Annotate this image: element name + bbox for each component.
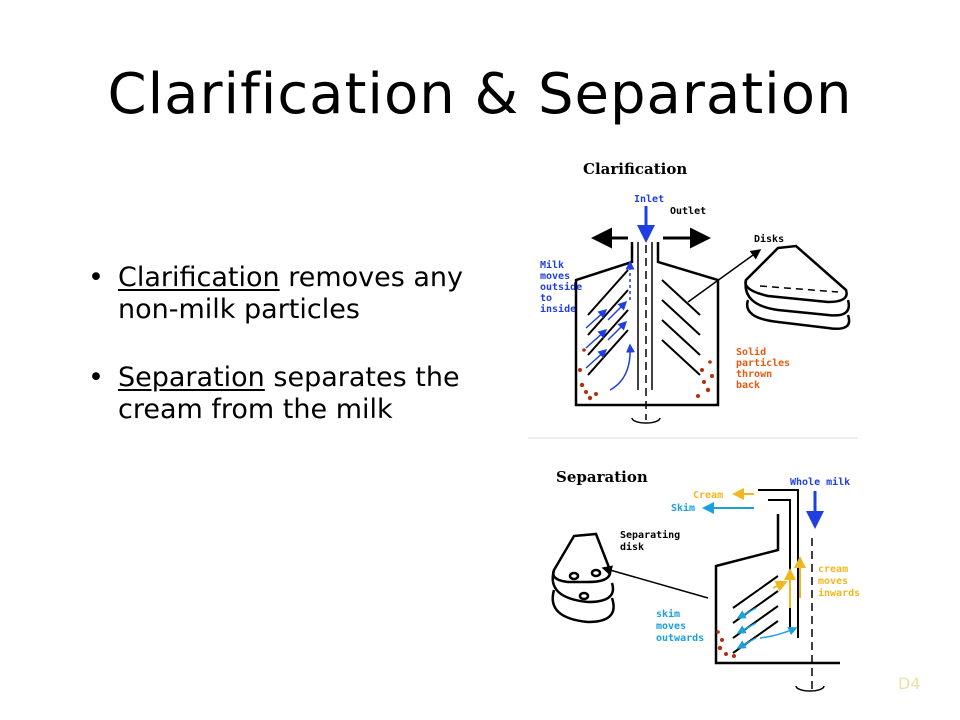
label-whole-milk: Whole milk (790, 476, 850, 488)
label-disks: Disks (754, 233, 784, 245)
svg-text:moves: moves (818, 576, 848, 587)
bullet-separation: • Separation separates the cream from th… (88, 362, 508, 426)
svg-text:moves: moves (656, 621, 686, 632)
svg-text:inwards: inwards (818, 587, 860, 599)
separating-disk-label: Separating disk (620, 529, 680, 553)
separation-diagram: Separation Cream Whole milk Skim Separat… (551, 468, 860, 693)
bullet-clarification: • Clarification removes any non-milk par… (88, 262, 508, 326)
svg-text:cream: cream (818, 564, 848, 575)
bullet-text: separates the cream from the milk (118, 362, 460, 425)
svg-text:outwards: outwards (656, 633, 704, 644)
svg-text:Milk: Milk (540, 259, 564, 271)
svg-text:inside: inside (540, 303, 576, 315)
svg-text:Separating: Separating (620, 529, 680, 541)
solid-label: Solid particles thrown back (736, 346, 790, 391)
slide-title: Clarification & Separation (107, 62, 853, 127)
label-inlet: Inlet (634, 194, 664, 205)
skim-moves-label: skim moves outwards (656, 608, 704, 644)
label-skim: Skim (671, 502, 695, 514)
bullet-list: • Clarification removes any non-milk par… (88, 262, 508, 462)
milk-label: Milk moves outside to inside (540, 259, 582, 315)
label-cream: Cream (693, 490, 723, 501)
clarification-heading: Clarification (583, 160, 687, 178)
svg-text:back: back (736, 380, 760, 391)
svg-text:particles: particles (736, 357, 790, 369)
svg-text:moves: moves (540, 271, 570, 282)
label-outlet: Outlet (670, 206, 706, 217)
svg-text:outside: outside (540, 281, 582, 293)
term-clarification: Clarification (118, 262, 280, 293)
clarification-diagram: Clarification Inlet Outlet Disks Milk mo… (528, 160, 858, 439)
cream-moves-label: cream moves inwards (818, 564, 860, 599)
bullet-dot: • (88, 362, 104, 393)
bullet-text: removes any non-milk particles (118, 262, 464, 325)
svg-text:skim: skim (656, 608, 680, 620)
svg-text:disk: disk (620, 541, 644, 553)
term-separation: Separation (118, 362, 265, 393)
svg-text:thrown: thrown (736, 369, 772, 380)
bullet-dot: • (88, 262, 104, 293)
svg-text:Solid: Solid (736, 346, 766, 358)
slide-footer-code: D4 (898, 674, 921, 693)
svg-text:to: to (540, 293, 552, 304)
separation-heading: Separation (556, 468, 648, 486)
